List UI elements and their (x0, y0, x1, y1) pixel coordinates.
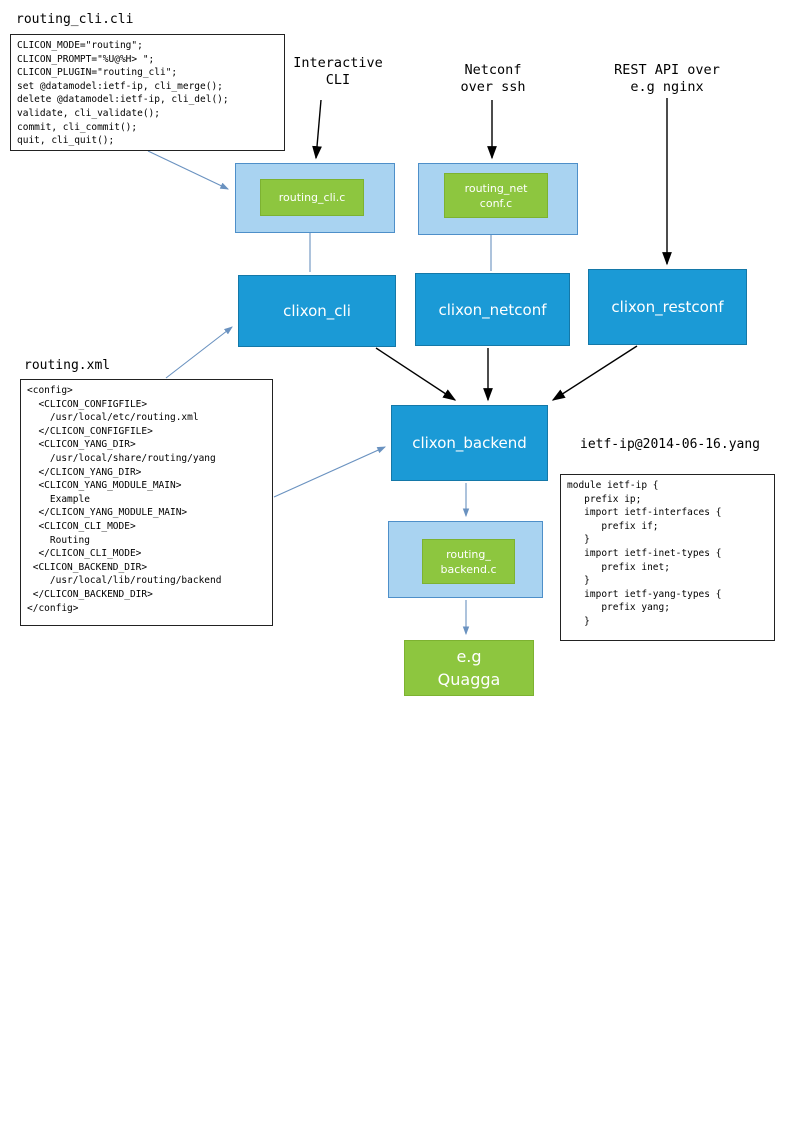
backend-plugin-container: routing_ backend.c (388, 521, 543, 598)
clixon-restconf-box: clixon_restconf (588, 269, 747, 345)
connector-xmlfile-to-clixon-cli (165, 326, 233, 379)
arrow-clixon-cli-to-backend (375, 347, 457, 401)
routing-cli-file-label: routing_cli.cli (16, 12, 134, 27)
routing-netconf-plugin-box: routing_net conf.c (444, 173, 548, 218)
arrow-clixon-restconf-to-backend (551, 345, 638, 401)
cli-plugin-container: routing_cli.c (235, 163, 395, 233)
arrow-interactive-cli-to-cli-plugin (312, 99, 322, 160)
routing-backend-plugin-box: routing_ backend.c (422, 539, 515, 584)
clixon-cli-box: clixon_cli (238, 275, 396, 347)
connector-xmlfile-to-clixon-backend (273, 446, 387, 498)
routing-cli-code-box: CLICON_MODE="routing"; CLICON_PROMPT="%U… (10, 34, 285, 151)
connector-clifile-to-cli-plugin (147, 150, 229, 190)
clixon-netconf-box: clixon_netconf (415, 273, 570, 346)
routing-cli-plugin-box: routing_cli.c (260, 179, 364, 216)
clixon-backend-box: clixon_backend (391, 405, 548, 481)
rest-api-label: REST API over e.g nginx (614, 62, 720, 95)
interactive-cli-label: Interactive CLI (293, 55, 383, 88)
netconf-plugin-container: routing_net conf.c (418, 163, 578, 235)
routing-xml-file-label: routing.xml (24, 358, 111, 373)
netconf-over-ssh-label: Netconf over ssh (460, 62, 526, 95)
quagga-box: e.g Quagga (404, 640, 534, 696)
yang-file-label: ietf-ip@2014-06-16.yang (580, 437, 761, 452)
routing-xml-code-box: <config> <CLICON_CONFIGFILE> /usr/local/… (20, 379, 273, 626)
ietf-ip-yang-code-box: module ietf-ip { prefix ip; import ietf-… (560, 474, 775, 641)
